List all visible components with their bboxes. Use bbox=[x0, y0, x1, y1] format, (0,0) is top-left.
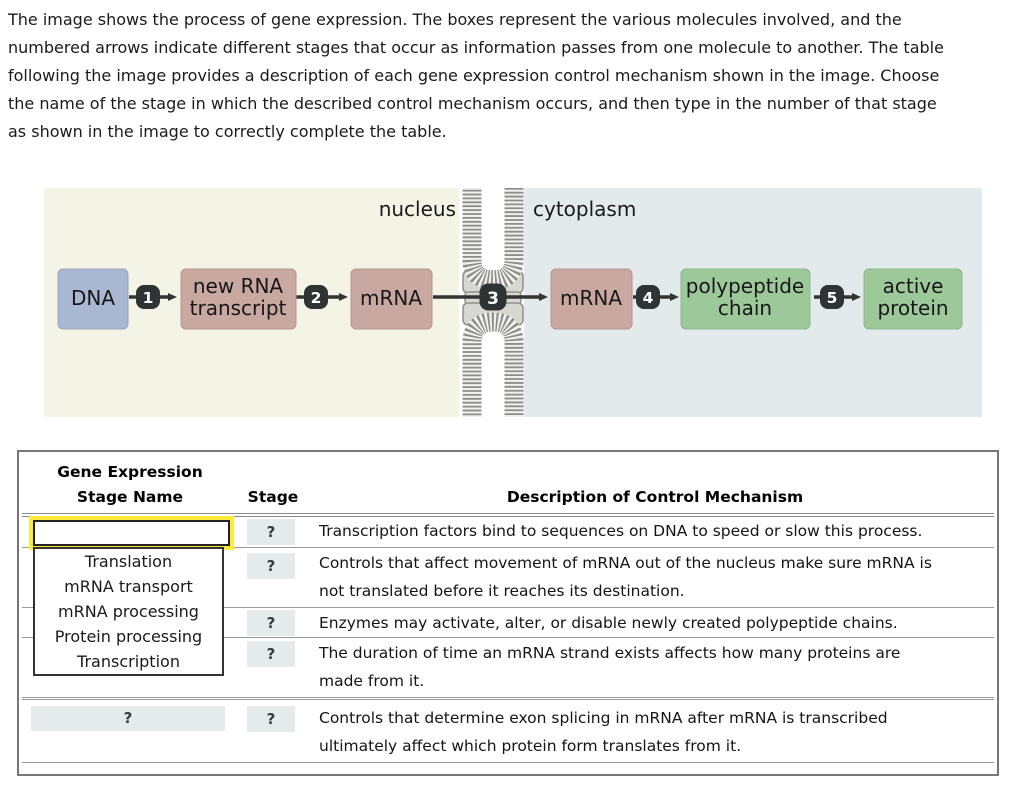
cytoplasm-label: cytoplasm bbox=[533, 197, 636, 221]
svg-text:polypeptide: polypeptide bbox=[686, 274, 804, 298]
stage-badge-4: 4 bbox=[636, 285, 660, 309]
table-row: ? ? Controls that determine exon splicin… bbox=[22, 700, 994, 763]
nucleus-label: nucleus bbox=[379, 197, 456, 221]
description-cell: Transcription factors bind to sequences … bbox=[319, 522, 923, 540]
stage-badge-2: 2 bbox=[304, 285, 328, 309]
stage-badges: 1 2 3 4 5 bbox=[136, 283, 844, 311]
dropdown-option-mrna-transport[interactable]: mRNA transport bbox=[64, 577, 193, 596]
gene-expression-diagram: 1 2 3 4 5 DNA new RNA transcript bbox=[44, 188, 982, 417]
table-row: ? The duration of time an mRNA strand ex… bbox=[22, 638, 994, 700]
mrna-nucleus-box: mRNA bbox=[350, 268, 433, 330]
stage-number-input[interactable]: ? bbox=[247, 641, 295, 667]
svg-text:new RNA: new RNA bbox=[193, 274, 284, 298]
dna-box: DNA bbox=[57, 268, 129, 330]
svg-text:transcript: transcript bbox=[190, 296, 287, 320]
dropdown-option-mrna-processing[interactable]: mRNA processing bbox=[58, 602, 199, 621]
instructions-paragraph: The image shows the process of gene expr… bbox=[8, 10, 944, 141]
svg-text:4: 4 bbox=[643, 289, 654, 307]
nuclear-membrane bbox=[462, 188, 524, 417]
description-cell: Controls that affect movement of mRNA ou… bbox=[319, 554, 932, 600]
mrna-cytoplasm-box: mRNA bbox=[550, 268, 633, 330]
stage-badge-3: 3 bbox=[479, 283, 507, 311]
svg-text:chain: chain bbox=[718, 296, 772, 320]
stage-badge-1: 1 bbox=[136, 285, 160, 309]
svg-text:2: 2 bbox=[311, 289, 322, 307]
header-stage-name: Gene Expression Stage Name bbox=[57, 463, 203, 506]
stage-number-input[interactable]: ? bbox=[247, 706, 295, 732]
control-mechanism-table: Gene Expression Stage Name Stage Descrip… bbox=[17, 450, 999, 776]
table-row: ? Transcription factors bind to sequence… bbox=[22, 517, 994, 548]
description-cell: Enzymes may activate, alter, or disable … bbox=[319, 614, 898, 632]
stage-name-dropdown-menu: Translation mRNA transport mRNA processi… bbox=[33, 547, 224, 676]
svg-text:protein: protein bbox=[877, 296, 948, 320]
svg-text:mRNA: mRNA bbox=[360, 286, 422, 310]
molecule-boxes: DNA new RNA transcript mRNA mRNA polypep… bbox=[57, 268, 963, 330]
svg-text:5: 5 bbox=[827, 289, 838, 307]
stage-number-input[interactable]: ? bbox=[247, 519, 295, 545]
svg-text:mRNA: mRNA bbox=[560, 286, 622, 310]
dropdown-option-protein-processing[interactable]: Protein processing bbox=[54, 627, 203, 646]
header-divider bbox=[22, 513, 994, 517]
svg-text:DNA: DNA bbox=[71, 286, 115, 310]
table-row: ? Controls that affect movement of mRNA … bbox=[22, 548, 994, 608]
svg-text:active: active bbox=[883, 274, 944, 298]
dropdown-option-transcription[interactable]: Transcription bbox=[77, 652, 180, 671]
dropdown-option-translation[interactable]: Translation bbox=[84, 552, 173, 571]
stage-number-input[interactable]: ? bbox=[247, 553, 295, 579]
svg-text:1: 1 bbox=[143, 289, 154, 307]
header-description: Description of Control Mechanism bbox=[506, 488, 804, 506]
header-stage: Stage bbox=[247, 488, 299, 506]
new-rna-transcript-box: new RNA transcript bbox=[180, 268, 297, 330]
active-protein-box: active protein bbox=[863, 268, 963, 330]
polypeptide-chain-box: polypeptide chain bbox=[680, 268, 811, 330]
stage-badge-5: 5 bbox=[820, 285, 844, 309]
stage-number-input[interactable]: ? bbox=[247, 610, 295, 636]
description-cell: Controls that determine exon splicing in… bbox=[319, 709, 888, 755]
svg-text:3: 3 bbox=[487, 289, 499, 309]
description-cell: The duration of time an mRNA strand exis… bbox=[319, 644, 901, 690]
stage-name-select[interactable] bbox=[29, 516, 234, 550]
stage-name-select-collapsed[interactable]: ? bbox=[31, 706, 225, 731]
table-row: ? Enzymes may activate, alter, or disabl… bbox=[22, 608, 994, 638]
